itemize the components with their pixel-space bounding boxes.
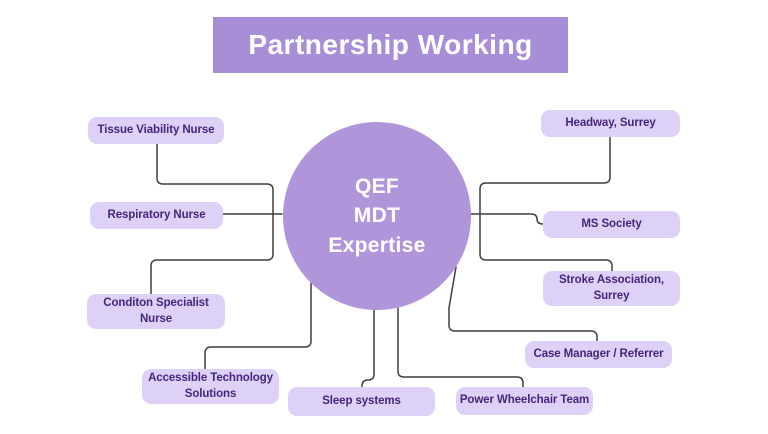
connector-accessible-technology (204, 282, 312, 370)
node-headway-surrey: Headway, Surrey (541, 110, 680, 137)
connector-ms-society (470, 213, 544, 225)
connector-power-wheelchair (397, 307, 524, 388)
connector-case-manager (448, 266, 598, 342)
node-respiratory-nurse: Respiratory Nurse (90, 202, 223, 229)
page-title: Partnership Working (248, 29, 533, 60)
hub-line-1: QEF (354, 174, 400, 198)
node-conditon-specialist-nurse: Conditon Specialist Nurse (87, 294, 225, 329)
node-ms-society: MS Society (543, 211, 680, 238)
page-title-banner: Partnership Working (213, 17, 568, 73)
node-accessible-technology-solutions: Accessible Technology Solutions (142, 369, 279, 404)
connector-headway-trunk-stroke (479, 136, 613, 272)
hub-circle-qef-mdt-expertise: QEF MDT Expertise (283, 122, 471, 310)
connector-sleep-systems (361, 309, 375, 388)
node-stroke-association-surrey: Stroke Association, Surrey (543, 271, 680, 306)
node-power-wheelchair-team: Power Wheelchair Team (456, 387, 593, 415)
connector-tissue-trunk-conditon (150, 143, 274, 295)
hub-line-2: MDT (353, 204, 401, 228)
node-tissue-viability-nurse: Tissue Viability Nurse (88, 117, 224, 144)
hub-line-3: Expertise (328, 233, 426, 257)
node-sleep-systems: Sleep systems (288, 387, 435, 416)
node-case-manager-referrer: Case Manager / Referrer (525, 341, 672, 368)
